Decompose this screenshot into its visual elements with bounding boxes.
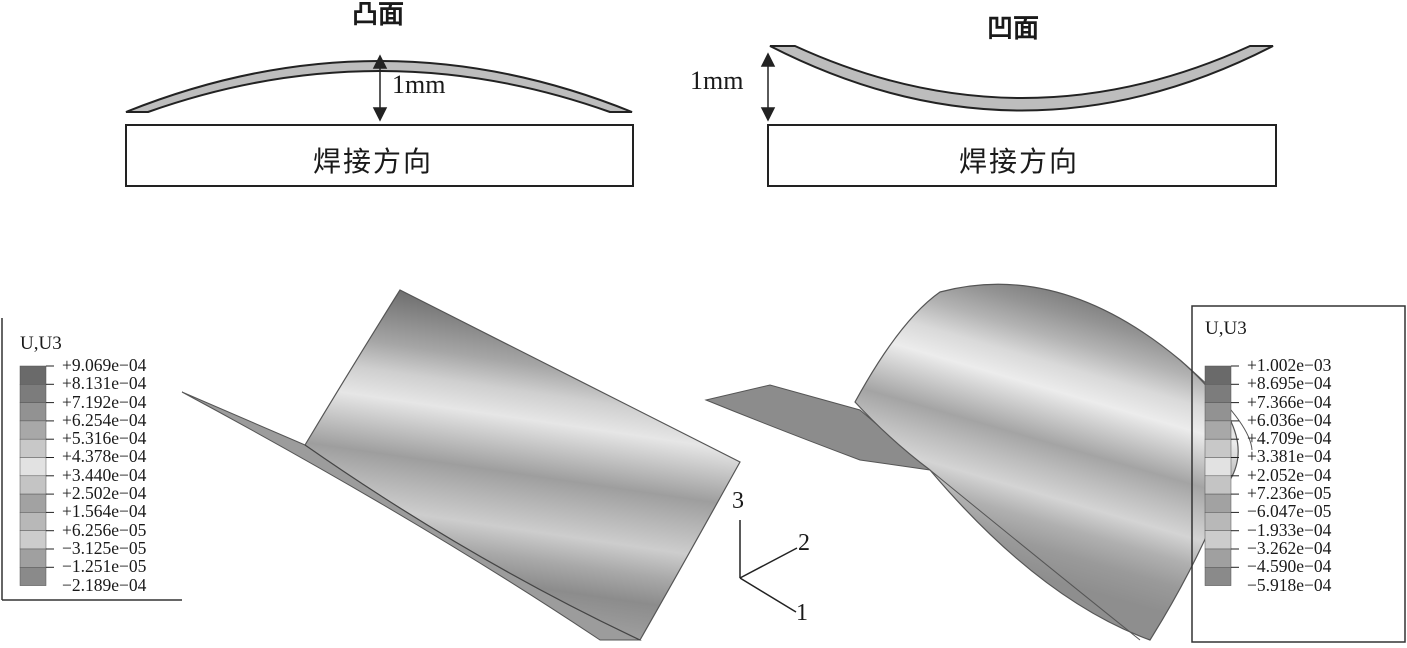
legend-left-value: +6.254e−04 — [62, 409, 147, 430]
legend-swatch — [19, 402, 47, 422]
legend-right-value: −6.047e−05 — [1247, 501, 1332, 522]
legend-swatch — [19, 457, 47, 477]
legend-swatch — [19, 420, 47, 440]
convex-dimension-arrow — [372, 54, 388, 122]
legend-swatch — [19, 530, 47, 550]
legend-left-value: +9.069e−04 — [62, 355, 147, 375]
concave-title: 凹面 — [987, 14, 1040, 44]
convex-deformation-plot — [181, 289, 741, 641]
legend-right-value: +4.709e−04 — [1247, 428, 1332, 449]
legend-swatch — [1204, 384, 1232, 403]
legend-left-values: +9.069e−04 +8.131e−04 +7.192e−04 +6.254e… — [62, 356, 146, 594]
legend-left-color-strip — [19, 365, 54, 586]
legend-right-value: +1.002e−03 — [1247, 355, 1332, 375]
legend-right-value: +2.052e−04 — [1247, 464, 1332, 485]
legend-swatch — [19, 475, 47, 495]
legend-right-frame — [1191, 305, 1406, 643]
legend-swatch — [1204, 365, 1232, 385]
legend-swatch — [1204, 420, 1232, 440]
legend-swatch — [1204, 475, 1232, 495]
legend-left-title: U,U3 — [20, 333, 62, 354]
legend-swatch — [19, 512, 47, 531]
legend-left-value: +4.378e−04 — [62, 446, 147, 467]
legend-swatch — [1204, 457, 1232, 477]
legend-swatch — [19, 567, 47, 586]
concave-deformation-plot — [704, 283, 1253, 641]
concave-weld-direction-box: 焊接方向 — [767, 124, 1277, 187]
axis-label-3: 3 — [732, 488, 744, 514]
legend-swatch — [1204, 493, 1232, 513]
legend-left-value: +3.440e−04 — [62, 464, 147, 485]
legend-right-color-strip — [1204, 365, 1239, 586]
legend-right-values: +1.002e−03 +8.695e−04 +7.366e−04 +6.036e… — [1247, 356, 1331, 594]
legend-left-value: −2.189e−04 — [62, 574, 147, 595]
legend-right-value: −4.590e−04 — [1247, 556, 1332, 577]
legend-right-value: +7.236e−05 — [1247, 483, 1332, 504]
legend-left-value: +6.256e−05 — [62, 519, 147, 540]
concave-shell — [769, 45, 1274, 112]
legend-right-value: +6.036e−04 — [1247, 409, 1332, 430]
legend-left-value: +8.131e−04 — [62, 373, 147, 394]
legend-left-value: +7.192e−04 — [62, 391, 147, 412]
legend-swatch — [1204, 438, 1232, 458]
legend-left-value: −3.125e−05 — [62, 537, 147, 558]
legend-right-value: −5.918e−04 — [1247, 574, 1332, 595]
convex-shell — [125, 60, 633, 113]
legend-swatch — [1204, 402, 1232, 422]
legend-swatch — [19, 365, 47, 385]
concave-dimension-arrow — [760, 52, 776, 122]
concave-dimension-label: 1mm — [690, 66, 744, 95]
legend-right-title: U,U3 — [1205, 318, 1247, 339]
legend-swatch — [19, 384, 47, 403]
axis-triad — [739, 520, 798, 613]
axis-label-2: 2 — [798, 530, 810, 556]
legend-swatch — [19, 438, 47, 458]
legend-left-frame — [1, 318, 182, 601]
concave-weld-direction-label: 焊接方向 — [959, 145, 1080, 178]
convex-title: 凸面 — [352, 0, 405, 30]
axis-label-1: 1 — [796, 600, 808, 626]
legend-right-value: +8.695e−04 — [1247, 373, 1332, 394]
legend-swatch — [1204, 548, 1232, 568]
convex-weld-direction-label: 焊接方向 — [313, 145, 434, 178]
convex-weld-direction-box: 焊接方向 — [125, 124, 634, 187]
legend-left-value: +5.316e−04 — [62, 428, 147, 449]
legend-swatch — [1204, 530, 1232, 550]
legend-left-value: +1.564e−04 — [62, 501, 147, 522]
legend-left-value: +2.502e−04 — [62, 483, 147, 504]
legend-swatch — [1204, 567, 1232, 586]
legend-right-value: +3.381e−04 — [1247, 446, 1332, 467]
convex-dimension-label: 1mm — [392, 70, 446, 99]
legend-swatch — [19, 493, 47, 513]
legend-swatch — [1204, 512, 1232, 531]
legend-right-value: −1.933e−04 — [1247, 519, 1332, 540]
legend-swatch — [19, 548, 47, 568]
legend-right-value: −3.262e−04 — [1247, 537, 1332, 558]
legend-right-value: +7.366e−04 — [1247, 391, 1332, 412]
legend-left-value: −1.251e−05 — [62, 556, 147, 577]
